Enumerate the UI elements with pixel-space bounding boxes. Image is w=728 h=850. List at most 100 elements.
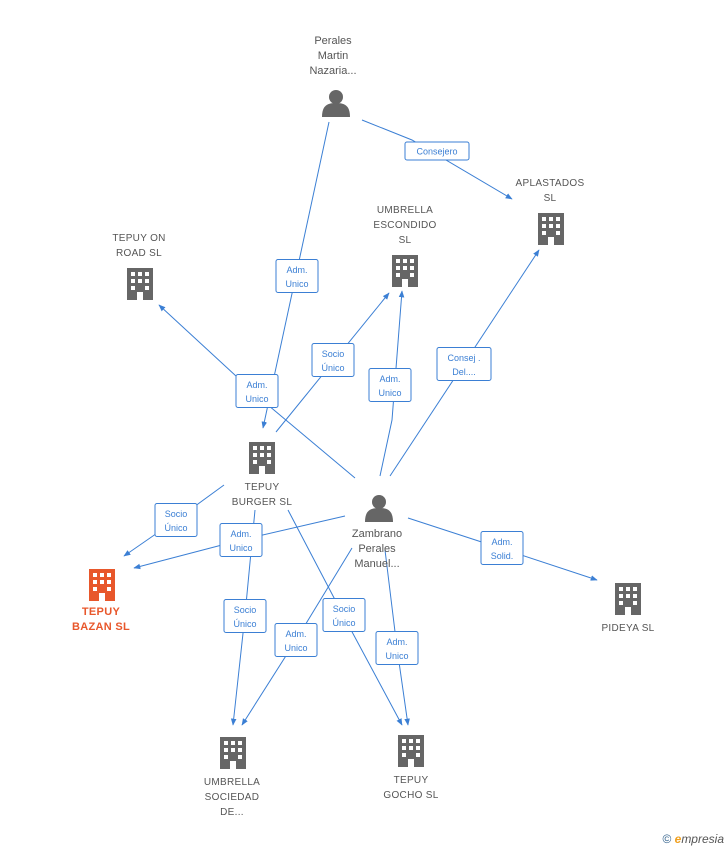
building-icon[interactable]	[398, 735, 424, 767]
person-icon[interactable]	[365, 495, 393, 522]
edge-label-zambrano-to-umbrella_sociedad[interactable]: Adm. Unico	[274, 623, 318, 657]
node-label[interactable]: TEPUY	[82, 606, 121, 618]
edge-label-box[interactable]	[375, 631, 419, 665]
edge-label-text: Adm.	[230, 529, 251, 539]
node-pideya[interactable]: PIDEYA SL	[601, 583, 654, 634]
node-label[interactable]: Perales	[358, 543, 396, 555]
building-icon[interactable]	[392, 255, 418, 287]
edge-label-text: Único	[233, 619, 256, 629]
building-icon[interactable]	[615, 583, 641, 615]
node-perales[interactable]: PeralesMartinNazaria...	[309, 35, 357, 117]
edge-label-text: Unico	[229, 543, 252, 553]
edge-label-zambrano-to-tepuy_gocho[interactable]: Adm. Unico	[375, 631, 419, 665]
edge-label-box[interactable]	[404, 141, 470, 161]
edge-label-text: Unico	[284, 643, 307, 653]
node-label[interactable]: TEPUY	[245, 482, 280, 493]
edge-label-text: Único	[332, 618, 355, 628]
edge-zambrano-to-umbrella_escondido	[379, 290, 405, 477]
node-label[interactable]: DE...	[220, 807, 244, 818]
edge-label-text: Adm.	[491, 537, 512, 547]
building-icon[interactable]	[127, 268, 153, 300]
edge-label-zambrano-to-tepuy_bazan[interactable]: Adm. Unico	[219, 523, 263, 557]
node-label[interactable]: Perales	[314, 35, 352, 47]
edge-label-box[interactable]	[274, 623, 318, 657]
edge-label-text: Solid.	[491, 551, 514, 561]
building-icon[interactable]	[249, 442, 275, 474]
building-icon[interactable]	[220, 737, 246, 769]
edge-label-box[interactable]	[480, 531, 524, 565]
node-label[interactable]: GOCHO SL	[383, 790, 438, 801]
node-label[interactable]: TEPUY ON	[112, 233, 165, 244]
node-tepuy-burger[interactable]: TEPUY BURGER SL	[232, 442, 293, 508]
edge-label-text: Socio	[333, 604, 356, 614]
node-label[interactable]: TEPUY	[394, 775, 429, 786]
node-label[interactable]: BAZAN SL	[72, 621, 130, 633]
edge-label-text: Unico	[245, 394, 268, 404]
edge-label-text: Socio	[165, 509, 188, 519]
node-label[interactable]: SL	[399, 235, 412, 246]
edge-label-zambrano-to-aplastados[interactable]: Consej . Del....	[436, 347, 492, 381]
node-label[interactable]: ROAD SL	[116, 248, 162, 259]
edge-label-text: Unico	[385, 651, 408, 661]
node-label[interactable]: BURGER SL	[232, 497, 293, 508]
node-label[interactable]: ESCONDIDO	[373, 220, 436, 231]
edge-label-text: Unico	[378, 388, 401, 398]
building-icon[interactable]	[538, 213, 564, 245]
node-umbrella-sociedad[interactable]: UMBRELLA SOCIEDAD DE...	[204, 737, 260, 818]
edge-label-box[interactable]	[223, 599, 267, 633]
node-tepuy-bazan[interactable]: TEPUY BAZAN SL	[72, 569, 130, 633]
node-umbrella-escondido[interactable]: UMBRELLA ESCONDIDO SL	[373, 205, 436, 287]
edge-label-text: Único	[164, 523, 187, 533]
node-label[interactable]: UMBRELLA	[204, 777, 260, 788]
node-tepuy-gocho[interactable]: TEPUY GOCHO SL	[383, 735, 438, 801]
edge-label-text: Consej .	[447, 353, 480, 363]
person-icon[interactable]	[322, 90, 350, 117]
edge-label-text: Consejero	[416, 147, 457, 157]
nodes-layer: PeralesMartinNazaria...APLASTADOSSLUMBRE…	[72, 35, 654, 818]
node-tepuy-on-road[interactable]: TEPUY ON ROAD SL	[112, 233, 165, 300]
edge-label-box[interactable]	[436, 347, 492, 381]
empresia-logo-initial: e	[674, 832, 682, 846]
building-icon[interactable]	[89, 569, 115, 601]
node-label[interactable]: Zambrano	[352, 528, 402, 540]
node-label[interactable]: APLASTADOS	[516, 178, 585, 189]
edge-label-zambrano-to-pideya[interactable]: Adm. Solid.	[480, 531, 524, 565]
edge-perales-to-aplastados	[361, 119, 513, 200]
edge-label-text: Adm.	[246, 380, 267, 390]
edge-label-zambrano-to-tepuy_on_road[interactable]: Adm. Unico	[235, 374, 279, 408]
edge-label-text: Único	[321, 363, 344, 373]
edge-label-text: Adm.	[286, 265, 307, 275]
edge-label-text: Del....	[452, 367, 476, 377]
node-label[interactable]: SOCIEDAD	[205, 792, 260, 803]
edge-label-zambrano-to-umbrella_escondido[interactable]: Adm. Unico	[368, 368, 412, 402]
edge-label-perales-to-aplastados[interactable]: Consejero	[404, 141, 470, 161]
node-label[interactable]: PIDEYA SL	[601, 623, 654, 634]
edge-label-text: Unico	[285, 279, 308, 289]
edge-label-text: Adm.	[379, 374, 400, 384]
node-aplastados[interactable]: APLASTADOS SL	[516, 178, 585, 245]
edge-labels-layer: ConsejeroAdm.UnicoAdm.UnicoSocioÚnicoAdm…	[154, 141, 524, 665]
edge-label-perales-to-tepuy_burger[interactable]: Adm. Unico	[275, 259, 319, 293]
node-label[interactable]: SL	[544, 193, 557, 204]
edge-label-text: Adm.	[285, 629, 306, 639]
edge-label-box[interactable]	[235, 374, 279, 408]
edge-label-text: Socio	[234, 605, 257, 615]
edge-label-box[interactable]	[154, 503, 198, 537]
node-label[interactable]: Manuel...	[354, 558, 399, 570]
edge-label-box[interactable]	[275, 259, 319, 293]
edge-label-box[interactable]	[219, 523, 263, 557]
node-label[interactable]: Nazaria...	[309, 65, 356, 77]
empresia-logo-text: mpresia	[681, 832, 724, 846]
edge-label-box[interactable]	[368, 368, 412, 402]
edge-label-box[interactable]	[311, 343, 355, 377]
edge-label-box[interactable]	[322, 598, 366, 632]
node-label[interactable]: Martin	[318, 50, 349, 62]
edge-label-text: Adm.	[386, 637, 407, 647]
node-zambrano[interactable]: ZambranoPeralesManuel...	[352, 495, 402, 570]
node-label[interactable]: UMBRELLA	[377, 205, 433, 216]
